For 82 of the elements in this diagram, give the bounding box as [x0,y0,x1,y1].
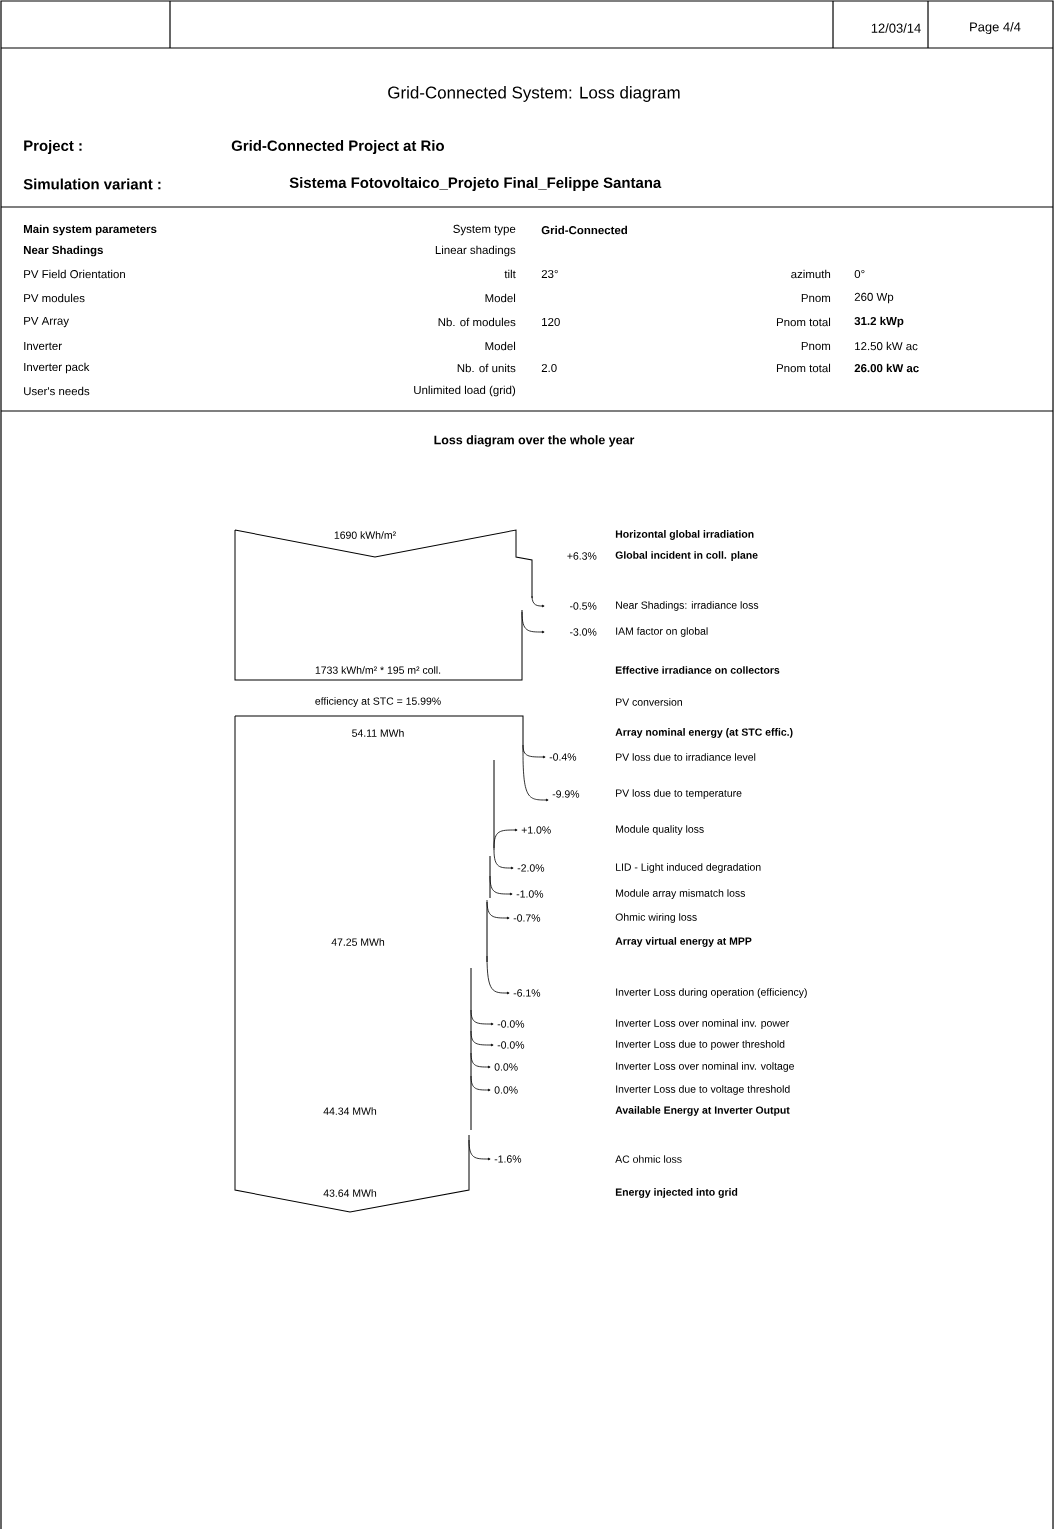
title: Grid-Connected System: Loss diagram [388,86,680,102]
energy-value: 54.11 MWh [352,729,404,737]
row-label: PV modules [24,293,85,303]
parameter-label: Pnom total [777,317,831,327]
loss-description: IAM factor on global [616,627,708,637]
loss-percentage: -0.0% [497,1041,525,1049]
row-label: User's needs [24,386,90,396]
loss-percentage: -9.9% [552,790,580,798]
loss-percentage: -0.0% [497,1020,525,1028]
step-label: PV conversion [616,698,682,706]
loss-percentage: 0.0% [494,1063,518,1071]
loss-percentage: +6.3% [567,552,597,560]
loss-description: PV loss due to irradiance level [616,753,756,761]
loss-percentage: -0.5% [569,602,597,610]
row-label: Inverter pack [24,362,90,374]
date-cell: 12/03/14 [871,23,921,33]
loss-percentage: -1.6% [494,1155,522,1163]
loss-description: Inverter Loss due to voltage threshold [616,1085,790,1095]
page-number: Page 4/4 [970,21,1021,35]
parameter-value: 31.2 kWp [854,316,904,328]
loss-description: Inverter Loss over nominal inv. voltage [616,1062,794,1072]
loss-percentage: -0.7% [513,914,541,922]
energy-value: 44.34 MWh [323,1107,377,1115]
loss-description: Inverter Loss during operation (efficiency) [616,988,807,998]
parameter-value: 260 Wp [854,292,894,304]
row-label: Inverter [24,342,62,350]
parameter-label: Pnom total [777,363,831,373]
parameter-value: 12.50 kW ac [855,341,918,351]
row-label: PV Field Orientation [24,269,125,279]
energy-value: 43.64 MWh [323,1189,377,1197]
section-heading: Main system parameters [23,224,157,236]
field-value: Sistema Fotovoltaico_Projeto Final_Felippe Santana [289,177,662,191]
loss-percentage: 0.0% [494,1086,518,1094]
step-label: Global incident in coll. plane [615,551,758,561]
section-heading: Loss diagram over the whole year [434,435,635,447]
parameter-label: Pnom [801,342,831,350]
loss-percentage: -1.0% [516,890,544,898]
loss-percentage: +1.0% [521,826,551,834]
row-label: PV Array [24,316,69,328]
energy-value: 1690 kWh/m² [334,531,396,539]
energy-value: 47.25 MWh [331,938,385,946]
loss-description: Near Shadings: irradiance loss [616,601,759,611]
energy-value: 1733 kWh/m² * 195 m² coll. [315,666,441,674]
step-label: Array nominal energy (at STC effic.) [615,728,793,738]
step-label: Available Energy at Inverter Output [615,1106,790,1116]
loss-description: LID - Light induced degradation [616,863,761,873]
step-label: Array virtual energy at MPP [615,937,752,947]
parameter-value: 0° [854,269,865,279]
parameter-label: Pnom [801,294,831,302]
parameter-value: 2.0 [541,363,557,373]
parameter-label: Model [485,293,516,303]
parameter-value: 120 [542,317,560,327]
field-label: Simulation variant : [23,178,161,190]
parameter-label: System type [453,224,516,236]
loss-description: Inverter Loss due to power threshold [616,1040,785,1050]
loss-description: Module quality loss [616,825,704,835]
parameter-value: Linear shadings [435,245,516,257]
loss-percentage: -6.1% [513,989,541,997]
loss-description: Inverter Loss over nominal inv. power [616,1019,790,1029]
step-label: Horizontal global irradiation [615,530,754,540]
loss-percentage: -3.0% [569,628,597,636]
loss-description: PV loss due to temperature [616,789,742,799]
parameter-value: Unlimited load (grid) [414,385,516,397]
parameter-value: 23° [541,269,558,279]
parameter-label: tilt [504,269,516,279]
efficiency-note: efficiency at STC = 15.99% [315,697,441,707]
loss-percentage: -2.0% [517,864,545,872]
parameter-label: Nb. of units [457,363,516,373]
parameter-value: 26.00 kW ac [854,363,919,373]
step-label: Energy injected into grid [615,1188,738,1198]
field-label: Project : [24,140,82,154]
loss-description: Module array mismatch loss [616,889,745,899]
loss-percentage: -0.4% [549,753,577,761]
parameter-label: azimuth [791,269,831,279]
parameter-label: Model [485,341,516,351]
section-heading: Near Shadings [23,245,103,257]
parameter-label: Nb. of modules [438,317,516,327]
field-value: Grid-Connected Project at Rio [231,140,444,154]
parameter-value: Grid-Connected [541,225,627,235]
loss-description: Ohmic wiring loss [615,913,697,923]
step-label: Effective irradiance on collectors [615,666,780,674]
loss-description: AC ohmic loss [615,1155,682,1163]
